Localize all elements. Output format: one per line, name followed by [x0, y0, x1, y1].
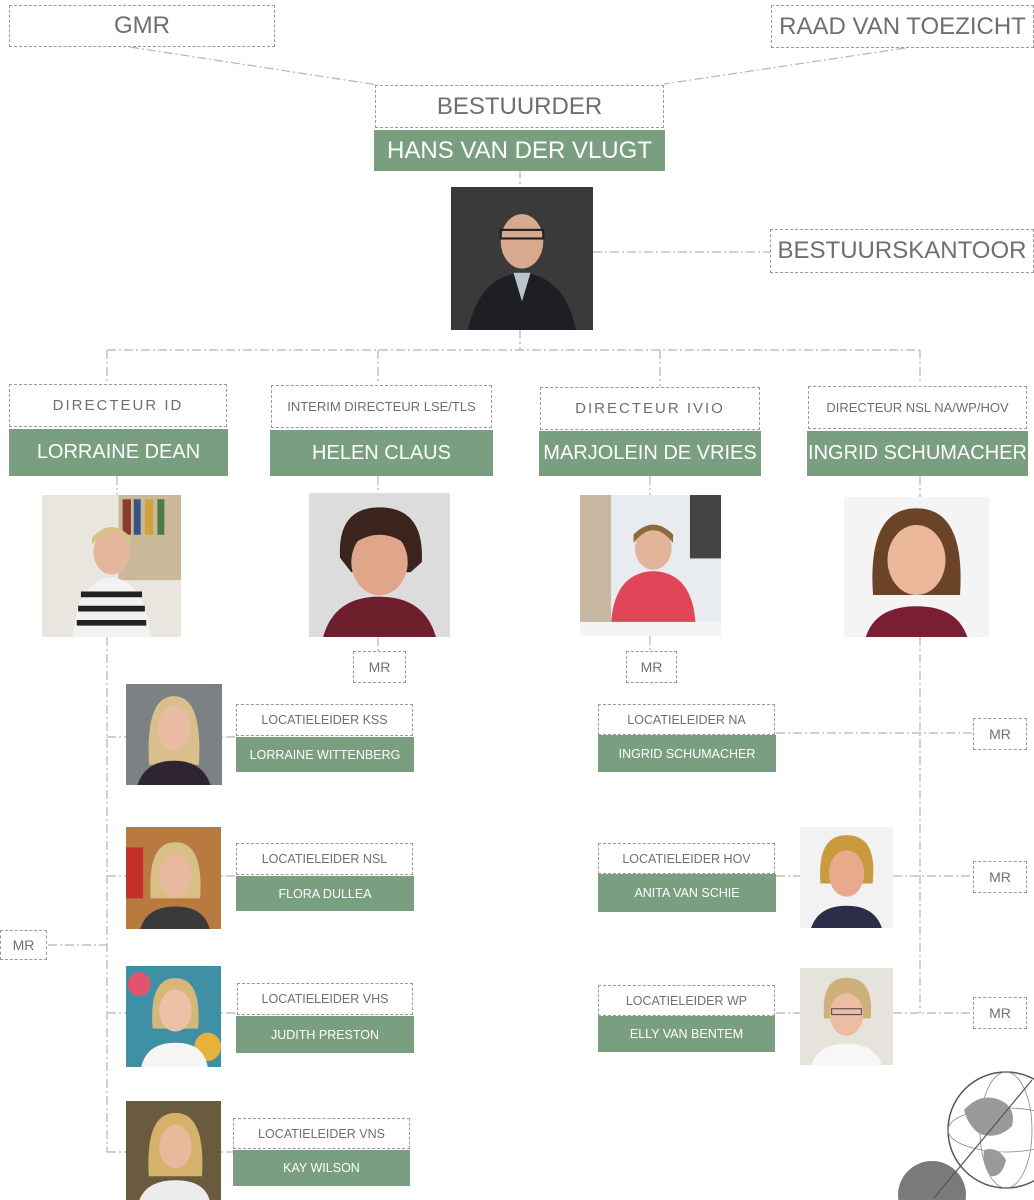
leader-title-vns: LOCATIELEIDER VNS	[233, 1118, 410, 1149]
director-name-ivio: MARJOLEIN DE VRIES	[539, 431, 761, 476]
leader-photo-nsl	[126, 827, 221, 929]
director-photo-ivio	[580, 495, 721, 636]
director-name-lse: HELEN CLAUS	[270, 430, 493, 476]
leader-title-hov: LOCATIELEIDER HOV	[598, 843, 775, 874]
leader-photo-kss	[126, 684, 222, 785]
director-photo-lse	[309, 493, 450, 637]
mr-box-lse: MR	[353, 651, 406, 683]
director-name-nsl: INGRID SCHUMACHER	[807, 431, 1028, 476]
gmr-box: GMR	[9, 5, 275, 47]
raad-van-toezicht-box: RAAD VAN TOEZICHT	[771, 5, 1034, 48]
bestuurder-photo	[451, 187, 593, 330]
leader-title-nsl: LOCATIELEIDER NSL	[236, 843, 413, 875]
director-title-id: DIRECTEUR ID	[9, 384, 227, 427]
leader-title-wp: LOCATIELEIDER WP	[598, 985, 775, 1016]
leader-name-wp: ELLY VAN BENTEM	[598, 1016, 775, 1052]
leader-name-vhs: JUDITH PRESTON	[236, 1016, 414, 1053]
mr-box-na: MR	[973, 718, 1027, 750]
bestuurskantoor-box: BESTUURSKANTOOR	[770, 229, 1034, 273]
director-photo-id	[42, 495, 181, 637]
leader-name-hov: ANITA VAN SCHIE	[598, 874, 776, 912]
leader-name-na: INGRID SCHUMACHER	[598, 735, 776, 772]
leader-title-na: LOCATIELEIDER NA	[598, 704, 775, 735]
leader-photo-vns	[126, 1101, 221, 1200]
leader-photo-hov	[800, 827, 893, 928]
globe-icon	[898, 1071, 1034, 1200]
bestuurder-title: BESTUURDER	[375, 85, 664, 128]
mr-box-ivio: MR	[626, 651, 677, 683]
leader-photo-vhs	[126, 966, 221, 1067]
mr-box-wp: MR	[973, 997, 1027, 1029]
director-title-nsl: DIRECTEUR NSL NA/WP/HOV	[808, 386, 1027, 429]
leader-name-vns: KAY WILSON	[233, 1150, 410, 1186]
leader-name-kss: LORRAINE WITTENBERG	[236, 737, 414, 772]
leader-name-nsl: FLORA DULLEA	[236, 876, 414, 911]
leader-title-kss: LOCATIELEIDER KSS	[236, 704, 413, 736]
mr-box-left: MR	[0, 930, 47, 960]
director-title-ivio: DIRECTEUR IVIO	[540, 387, 760, 430]
director-name-id: LORRAINE DEAN	[9, 429, 228, 476]
bestuurder-name: HANS VAN DER VLUGT	[374, 130, 665, 171]
mr-box-hov: MR	[973, 861, 1027, 893]
leader-photo-wp	[800, 968, 893, 1065]
director-photo-nsl	[844, 497, 989, 637]
leader-title-vhs: LOCATIELEIDER VHS	[237, 983, 413, 1015]
director-title-lse: INTERIM DIRECTEUR LSE/TLS	[271, 385, 492, 428]
